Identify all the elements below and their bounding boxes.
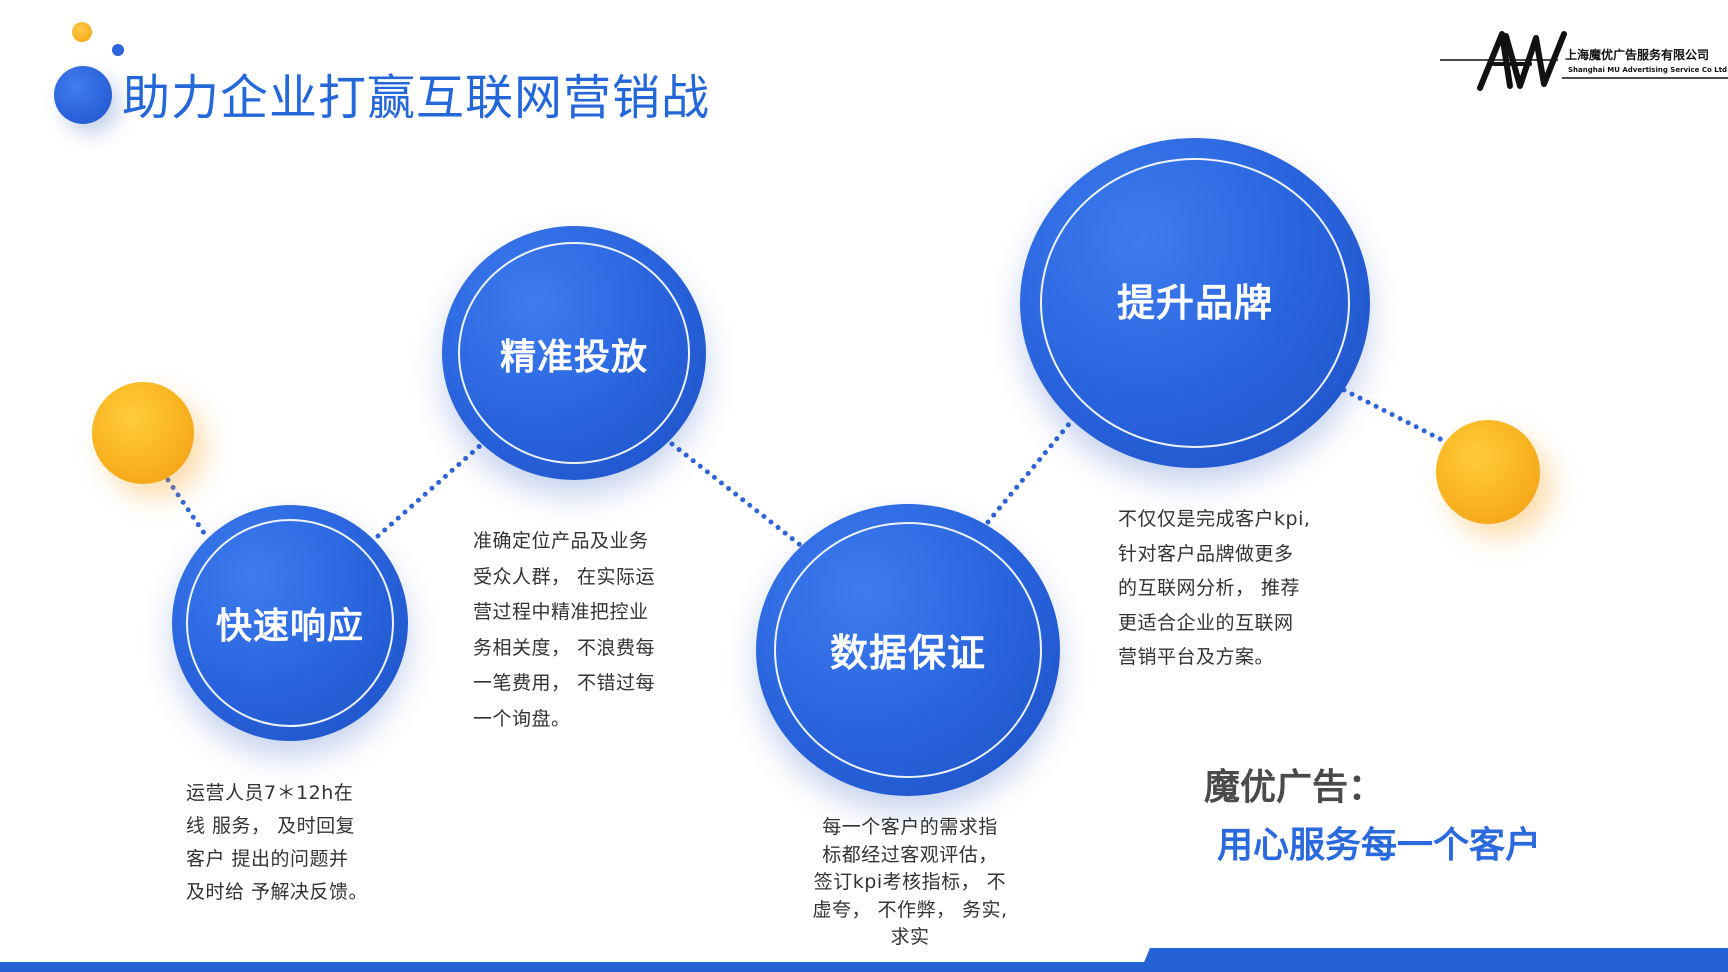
connector-orange-to-step1 [165, 477, 209, 539]
step-ring-3 [774, 522, 1042, 778]
step-label-2: 精准投放 [499, 337, 648, 378]
decor-dot-orange-small [72, 22, 92, 42]
step-description-2: 准确定位产品及业务 受众人群， 在实际运 营过程中精准把控业 务相关度， 不浪费… [473, 530, 656, 730]
decor-dot-blue-small [112, 44, 124, 56]
company-name-cn: 上海魔优广告服务有限公司 [1565, 48, 1710, 62]
step-ring-1 [186, 519, 394, 727]
step-ring-4 [1040, 158, 1350, 448]
page-title: 助力企业打赢互联网营销战 [122, 70, 711, 126]
company-logo-icon [1440, 31, 1728, 91]
footer-bar [0, 962, 1728, 972]
step-label-3: 数据保证 [829, 631, 986, 675]
decor-ball-left [92, 382, 194, 484]
title-bullet-dot [54, 66, 112, 124]
step-description-3: 每一个客户的需求指 标都经过客观评估， 签订kpi考核指标， 不 虚夸， 不作弊… [812, 816, 1008, 948]
connector-step1-to-step2 [375, 441, 485, 539]
step-description-1: 运营人员7＊12h在 线 服务， 及时回复 客户 提出的问题并 及时给 予解决反… [186, 782, 369, 903]
step-description-4: 不仅仅是完成客户kpi, 针对客户品牌做更多 的互联网分析， 推荐 更适合企业的… [1118, 508, 1311, 668]
step-label-1: 快速响应 [215, 606, 364, 647]
connector-step4-to-orange [1341, 387, 1449, 445]
step-circle-3: 数据保证 [756, 504, 1060, 796]
decor-ball-right [1436, 420, 1540, 524]
step-label-4: 提升品牌 [1116, 281, 1273, 325]
step-circle-1: 快速响应 [172, 505, 408, 741]
slogan-tagline: 用心服务每一个客户 [1217, 825, 1542, 866]
step-circle-2: 精准投放 [442, 226, 706, 480]
step-circle-4: 提升品牌 [1020, 138, 1370, 468]
connector-step3-to-step4 [985, 415, 1077, 525]
step-ring-2 [458, 242, 690, 464]
connector-step2-to-step3 [669, 441, 807, 551]
company-name-en: Shanghai MU Advertising Service Co Ltd [1568, 66, 1728, 74]
slogan-brand: 魔优广告： [1204, 767, 1385, 808]
